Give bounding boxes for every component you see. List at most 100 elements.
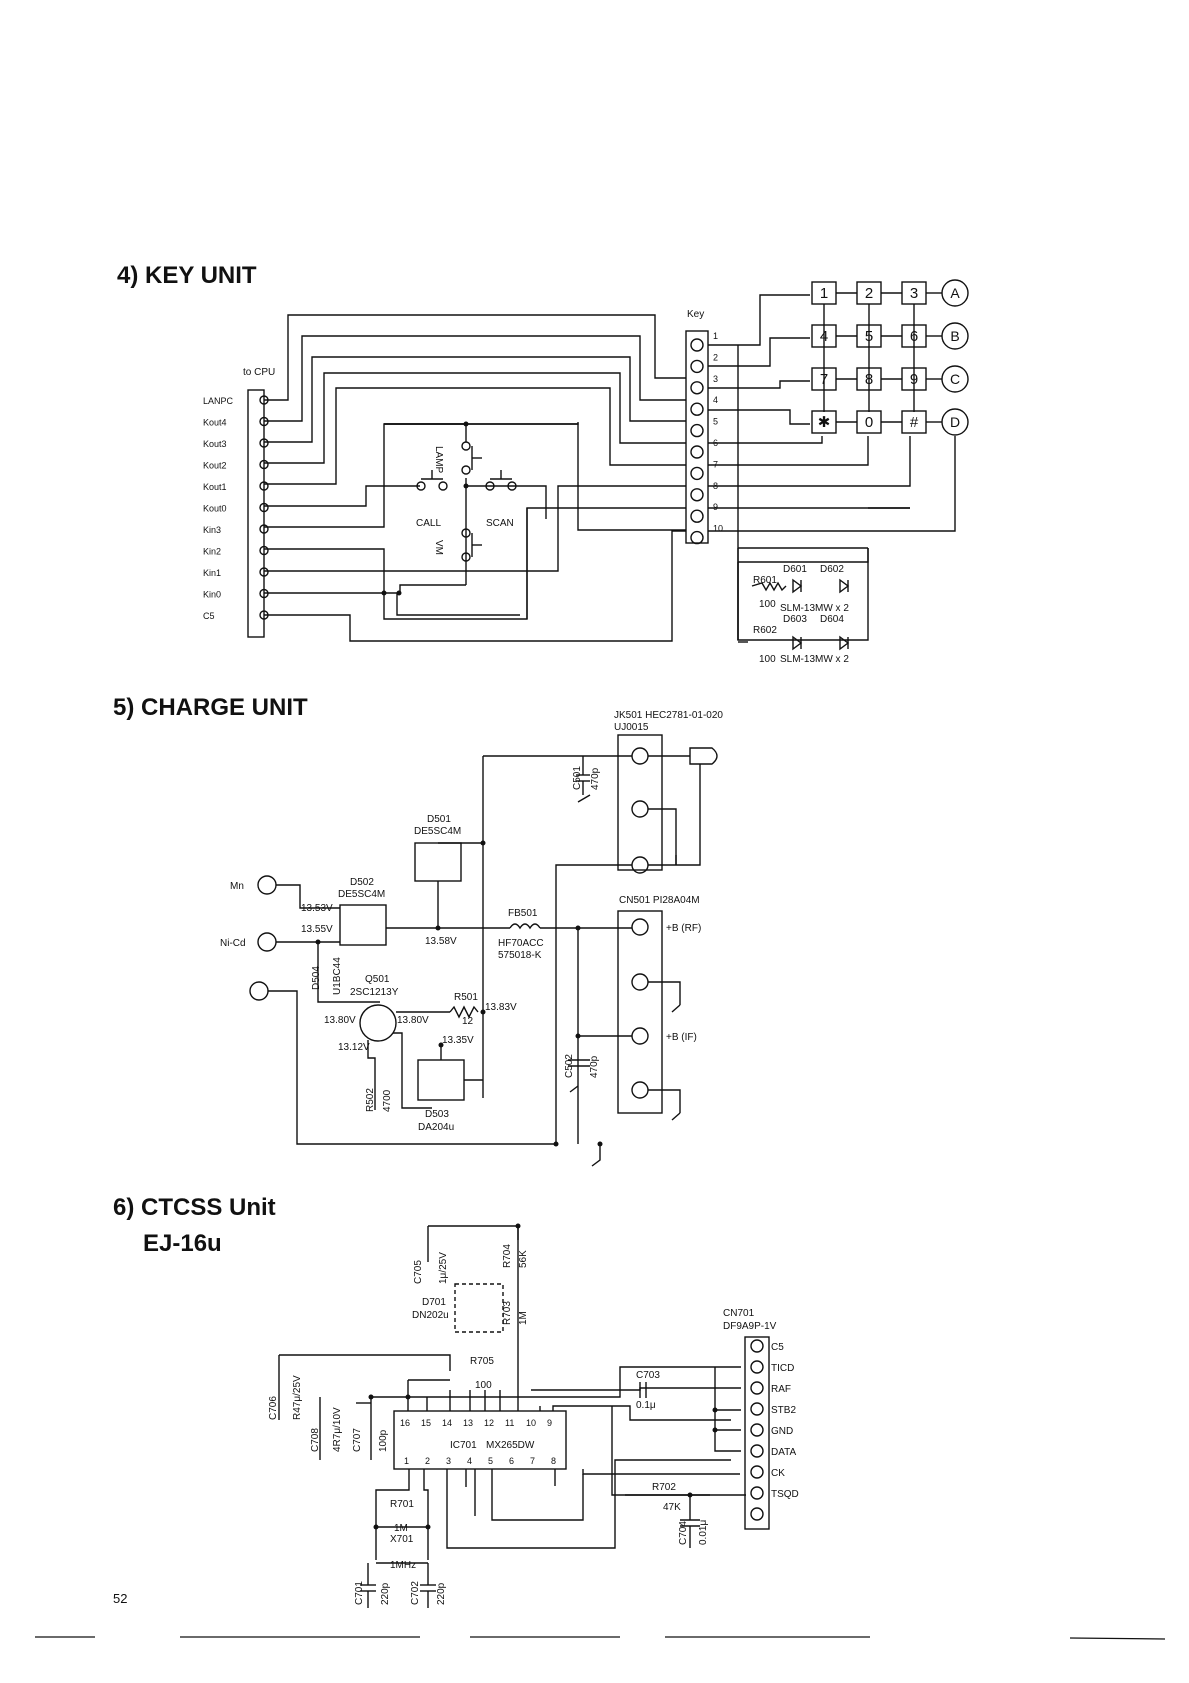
v-1335: 13.35V	[442, 1035, 474, 1046]
key-pin	[690, 488, 704, 502]
c501-label: C501	[572, 766, 583, 790]
cn701-pin-label: CK	[771, 1468, 785, 1479]
b-if-label: +B (IF)	[666, 1032, 697, 1043]
v-1380-a: 13.80V	[324, 1015, 356, 1026]
cpu-pin	[259, 545, 269, 556]
r704-label: R704	[502, 1244, 513, 1268]
ic701-chip	[393, 1410, 567, 1470]
key-pin-label: 9	[713, 502, 718, 512]
ctcss-unit-diagram	[278, 1223, 770, 1608]
led-network	[737, 547, 869, 651]
keypad-key-label: C	[950, 371, 960, 387]
ic701-pin-label: 2	[425, 1456, 430, 1466]
mn-terminal	[257, 875, 277, 895]
scan-switch	[485, 470, 517, 491]
ic701-pin-label: 6	[509, 1456, 514, 1466]
cn701-part: DF9A9P-1V	[723, 1321, 777, 1332]
key-connector-label: Key	[687, 309, 704, 320]
scan-switch-label: SCAN	[486, 518, 514, 529]
nicd-terminal	[257, 932, 277, 952]
q501-part: 2SC1213Y	[350, 987, 399, 998]
nicd-label: Ni-Cd	[220, 938, 246, 949]
cn701-pin-label: STB2	[771, 1405, 796, 1416]
key-pin	[690, 466, 704, 481]
c705-label: C705	[413, 1260, 424, 1284]
cn701-pin	[750, 1360, 764, 1374]
v-1383: 13.83V	[485, 1002, 517, 1013]
cn701-connector	[744, 1336, 770, 1530]
c702-label: C702	[410, 1581, 421, 1605]
vm-switch	[461, 528, 482, 562]
cpu-pin-label: C5	[203, 611, 215, 621]
cpu-pin-label: Kin0	[203, 590, 221, 600]
cpu-pin	[259, 438, 269, 448]
keypad-key-label: ✱	[818, 414, 831, 431]
vm-switch-label: VM	[433, 540, 444, 555]
ctcss-unit-title: 6) CTCSS Unit	[113, 1194, 276, 1221]
ground-symbols	[569, 794, 681, 1167]
key-pin	[690, 423, 704, 438]
cpu-pin-label: Kin2	[203, 547, 221, 557]
d501-label: D501	[427, 814, 451, 825]
c708-label: C708	[310, 1428, 321, 1452]
cpu-pin-label: Kout4	[203, 418, 227, 428]
q501-label: Q501	[365, 974, 390, 985]
ic701-pin-label: 8	[551, 1456, 556, 1466]
key-pin-label: 10	[713, 524, 723, 534]
ic701-label: IC701	[450, 1440, 477, 1451]
keypad-key-label: #	[910, 414, 919, 431]
ic701-pin-label: 13	[463, 1418, 473, 1428]
charge-unit-title: 5) CHARGE UNIT	[113, 694, 308, 721]
cn701-pin	[750, 1423, 764, 1437]
ic701-pin-label: 10	[526, 1418, 536, 1428]
cn701-label: CN701	[723, 1308, 755, 1319]
cpu-pin	[259, 502, 269, 513]
key-pin	[690, 509, 704, 523]
keypad-key	[941, 365, 969, 393]
fb501-part2: 575018-K	[498, 950, 542, 961]
ic701-pin-label: 4	[467, 1456, 472, 1466]
mn-label: Mn	[230, 881, 244, 892]
cpu-pin-labels: LANPCKout4Kout3Kout2Kout1Kout0Kin3Kin2Ki…	[203, 396, 234, 621]
led-part-b: SLM-13MW x 2	[780, 654, 849, 665]
c706-value: R47μ/25V	[292, 1375, 303, 1420]
cpu-pin-label: Kout2	[203, 461, 227, 471]
c704-label: C704	[678, 1521, 689, 1545]
r502-label: R502	[365, 1088, 376, 1112]
r602-value: 100	[759, 654, 776, 665]
d502-label: D502	[350, 877, 374, 888]
cpu-pin-label: Kout0	[203, 504, 227, 514]
cn701-pin-label: TSQD	[771, 1489, 799, 1500]
d502-part: DE5SC4M	[338, 889, 385, 900]
ic701-pin-label: 1	[404, 1456, 409, 1466]
jk501-jack	[617, 734, 663, 871]
r502-value: 4700	[382, 1089, 393, 1112]
b-rf-label: +B (RF)	[666, 923, 701, 934]
ic701-pin-label: 9	[547, 1418, 552, 1428]
c704-value: 0.01μ	[698, 1520, 709, 1545]
third-terminal	[249, 981, 269, 1001]
d701-diode	[454, 1283, 504, 1333]
call-switch	[416, 470, 448, 491]
cn701-pin-label: C5	[771, 1342, 784, 1353]
c706-label: C706	[268, 1396, 279, 1420]
r702-value: 47K	[663, 1502, 681, 1513]
key-pin-label: 4	[713, 395, 718, 405]
key-pin-label: 8	[713, 481, 718, 491]
ic701-pin-label: 3	[446, 1456, 451, 1466]
lamp-switch-label: LAMP	[433, 446, 444, 474]
page-number: 52	[113, 1591, 128, 1606]
cn501-label: CN501 PI28A04M	[619, 895, 700, 906]
cpu-pin-label: LANPC	[203, 396, 234, 406]
r702-label: R702	[652, 1482, 676, 1493]
q501-transistor	[359, 1004, 397, 1042]
x701-label: X701	[390, 1534, 414, 1545]
footer-rule	[35, 1636, 1166, 1640]
cpu-connector	[247, 389, 265, 638]
c701-label: C701	[354, 1581, 365, 1605]
d501-part: DE5SC4M	[414, 826, 461, 837]
ic701-pin-label: 5	[488, 1456, 493, 1466]
